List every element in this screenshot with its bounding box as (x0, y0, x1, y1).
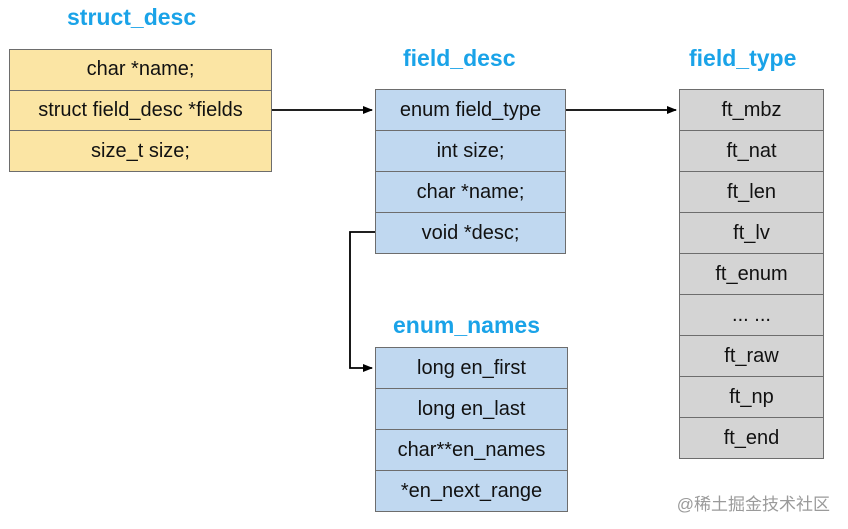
field-desc-field-type: enum field_type (399, 98, 542, 121)
field-type-box: ft_mbz ft_nat ft_len ft_lv ft_enum ... .… (679, 89, 824, 459)
field-type-item: ft_raw (680, 335, 823, 376)
struct-desc-box: char *name; struct field_desc *fields si… (9, 49, 272, 172)
field-type-item: ft_end (680, 417, 823, 458)
struct-desc-field-fields: struct field_desc *fields (10, 89, 271, 131)
field-desc-field-desc: void *desc; (376, 212, 565, 253)
field-type-item: ft_lv (680, 212, 823, 253)
enum-names-title: enum_names (393, 312, 541, 338)
enum-names-field-first: long en_first (417, 356, 526, 379)
enum-names-field-last: long en_last (376, 388, 567, 429)
enum-names-field-next-range: *en_next_range (376, 470, 567, 511)
enum-names-field-names: char**en_names (376, 429, 567, 470)
arrow-desc-to-enum-names (349, 231, 375, 372)
field-type-item: ft_enum (680, 253, 823, 294)
field-type-item: ft_np (680, 376, 823, 417)
field-type-item: ft_len (680, 171, 823, 212)
field-type-title: field_type (689, 45, 797, 71)
struct-desc-field-size: size_t size; (10, 130, 271, 171)
field-desc-field-size: int size; (376, 130, 565, 171)
field-type-item: ft_mbz (721, 98, 782, 121)
field-type-item: ft_nat (680, 130, 823, 171)
field-desc-title: field_desc (403, 45, 516, 71)
watermark: @稀土掘金技术社区 (676, 495, 830, 514)
field-type-item: ... ... (680, 294, 823, 335)
field-desc-box: enum field_type int size; char *name; vo… (375, 89, 566, 254)
field-desc-field-name: char *name; (376, 171, 565, 212)
struct-desc-field-name: char *name; (86, 58, 195, 81)
enum-names-box: long en_first long en_last char**en_name… (375, 347, 568, 512)
struct-desc-title: struct_desc (67, 4, 197, 30)
